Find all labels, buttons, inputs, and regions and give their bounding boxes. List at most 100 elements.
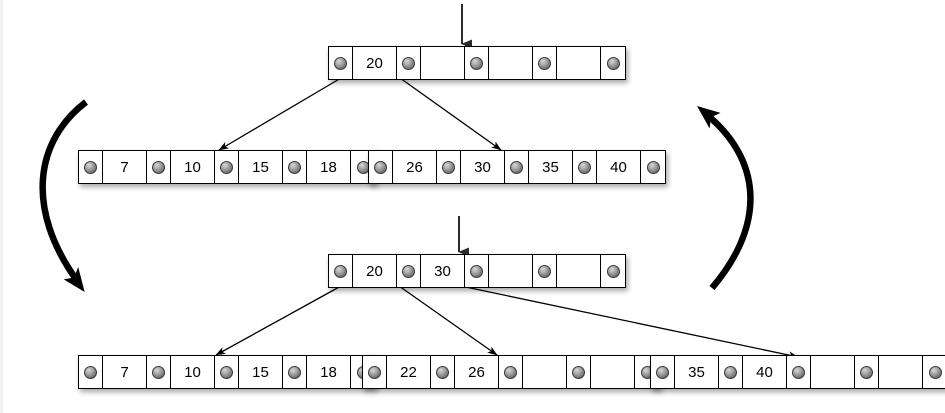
edge-after-root-to-middle-leaf bbox=[398, 285, 498, 356]
key-cell: 35 bbox=[529, 151, 573, 183]
pointer-dot-icon bbox=[442, 160, 455, 174]
pointer-dot-icon bbox=[288, 160, 301, 174]
leaf-node-before-right: 26 30 35 40 bbox=[368, 150, 666, 184]
edge-after-root-to-left-leaf bbox=[215, 285, 342, 356]
pointer-dot-icon bbox=[646, 160, 660, 174]
key-cell: 7 bbox=[103, 151, 147, 183]
key-cell: 7 bbox=[103, 356, 147, 388]
key-cell: 22 bbox=[387, 356, 431, 388]
pointer-cell bbox=[923, 356, 945, 388]
empty-cell bbox=[489, 47, 533, 79]
root-node-before: 20 bbox=[328, 46, 626, 80]
pointer-cell bbox=[397, 47, 421, 79]
pointer-dot-icon bbox=[572, 365, 585, 379]
pointer-dot-icon bbox=[656, 365, 669, 379]
pointer-dot-icon bbox=[402, 264, 415, 278]
pointer-cell bbox=[215, 356, 239, 388]
edge-after-root-to-right-leaf bbox=[460, 285, 799, 359]
pointer-cell bbox=[147, 356, 171, 388]
pointer-dot-icon bbox=[510, 160, 523, 174]
pointer-cell bbox=[369, 151, 393, 183]
empty-cell bbox=[557, 255, 601, 287]
pointer-dot-icon bbox=[334, 56, 347, 70]
pointer-dot-icon bbox=[402, 56, 415, 70]
key-cell: 18 bbox=[307, 151, 351, 183]
pointer-dot-icon bbox=[84, 365, 97, 379]
key-cell: 20 bbox=[353, 47, 397, 79]
pointer-cell bbox=[567, 356, 591, 388]
empty-cell bbox=[557, 47, 601, 79]
empty-cell bbox=[591, 356, 635, 388]
pointer-cell bbox=[601, 47, 625, 79]
edge-before-root-to-right-leaf bbox=[399, 77, 502, 151]
pointer-dot-icon bbox=[606, 264, 620, 278]
flow-arrow-left-down bbox=[39, 99, 88, 292]
pointer-cell bbox=[533, 47, 557, 79]
pointer-dot-icon bbox=[792, 365, 805, 379]
pointer-dot-icon bbox=[436, 365, 449, 379]
pointer-cell bbox=[505, 151, 529, 183]
key-cell: 30 bbox=[461, 151, 505, 183]
pointer-dot-icon bbox=[152, 365, 165, 379]
pointer-cell bbox=[397, 255, 421, 287]
pointer-dot-icon bbox=[538, 56, 551, 70]
pointer-cell bbox=[215, 151, 239, 183]
pointer-dot-icon bbox=[288, 365, 301, 379]
pointer-dot-icon bbox=[374, 160, 387, 174]
leaf-node-after-left: 7 10 15 18 bbox=[78, 355, 376, 389]
pointer-cell bbox=[465, 47, 489, 79]
pointer-cell bbox=[465, 255, 489, 287]
key-cell: 40 bbox=[597, 151, 641, 183]
flow-arrow-right-up bbox=[697, 106, 754, 291]
pointer-cell bbox=[79, 151, 103, 183]
left-margin-rule bbox=[0, 0, 3, 413]
pointer-cell bbox=[329, 47, 353, 79]
pointer-cell bbox=[573, 151, 597, 183]
pointer-dot-icon bbox=[928, 365, 942, 379]
pointer-dot-icon bbox=[606, 56, 620, 70]
pointer-cell bbox=[651, 356, 675, 388]
pointer-dot-icon bbox=[860, 365, 873, 379]
empty-cell bbox=[879, 356, 923, 388]
empty-cell bbox=[523, 356, 567, 388]
pointer-dot-icon bbox=[470, 264, 483, 278]
pointer-cell bbox=[329, 255, 353, 287]
key-cell: 10 bbox=[171, 356, 215, 388]
pointer-cell bbox=[719, 356, 743, 388]
pointer-dot-icon bbox=[334, 264, 347, 278]
pointer-cell bbox=[431, 356, 455, 388]
empty-cell bbox=[489, 255, 533, 287]
pointer-dot-icon bbox=[470, 56, 483, 70]
pointer-cell bbox=[147, 151, 171, 183]
pointer-cell bbox=[437, 151, 461, 183]
pointer-cell bbox=[283, 356, 307, 388]
key-cell: 10 bbox=[171, 151, 215, 183]
key-cell: 26 bbox=[455, 356, 499, 388]
key-cell: 30 bbox=[421, 255, 465, 287]
pointer-cell bbox=[787, 356, 811, 388]
edge-before-root-to-left-leaf bbox=[218, 77, 342, 151]
pointer-cell bbox=[499, 356, 523, 388]
pointer-cell bbox=[283, 151, 307, 183]
key-cell: 20 bbox=[353, 255, 397, 287]
pointer-dot-icon bbox=[578, 160, 591, 174]
key-cell: 15 bbox=[239, 356, 283, 388]
leaf-node-after-middle: 22 26 bbox=[362, 355, 660, 389]
pointer-cell bbox=[533, 255, 557, 287]
key-cell: 40 bbox=[743, 356, 787, 388]
empty-cell bbox=[811, 356, 855, 388]
pointer-cell bbox=[601, 255, 625, 287]
pointer-dot-icon bbox=[504, 365, 517, 379]
pointer-cell bbox=[363, 356, 387, 388]
key-cell: 26 bbox=[393, 151, 437, 183]
pointer-cell bbox=[79, 356, 103, 388]
pointer-dot-icon bbox=[724, 365, 737, 379]
pointer-dot-icon bbox=[368, 365, 381, 379]
key-cell: 18 bbox=[307, 356, 351, 388]
key-cell: 15 bbox=[239, 151, 283, 183]
pointer-dot-icon bbox=[220, 365, 233, 379]
leaf-node-before-left: 7 10 15 18 bbox=[78, 150, 376, 184]
pointer-dot-icon bbox=[152, 160, 165, 174]
